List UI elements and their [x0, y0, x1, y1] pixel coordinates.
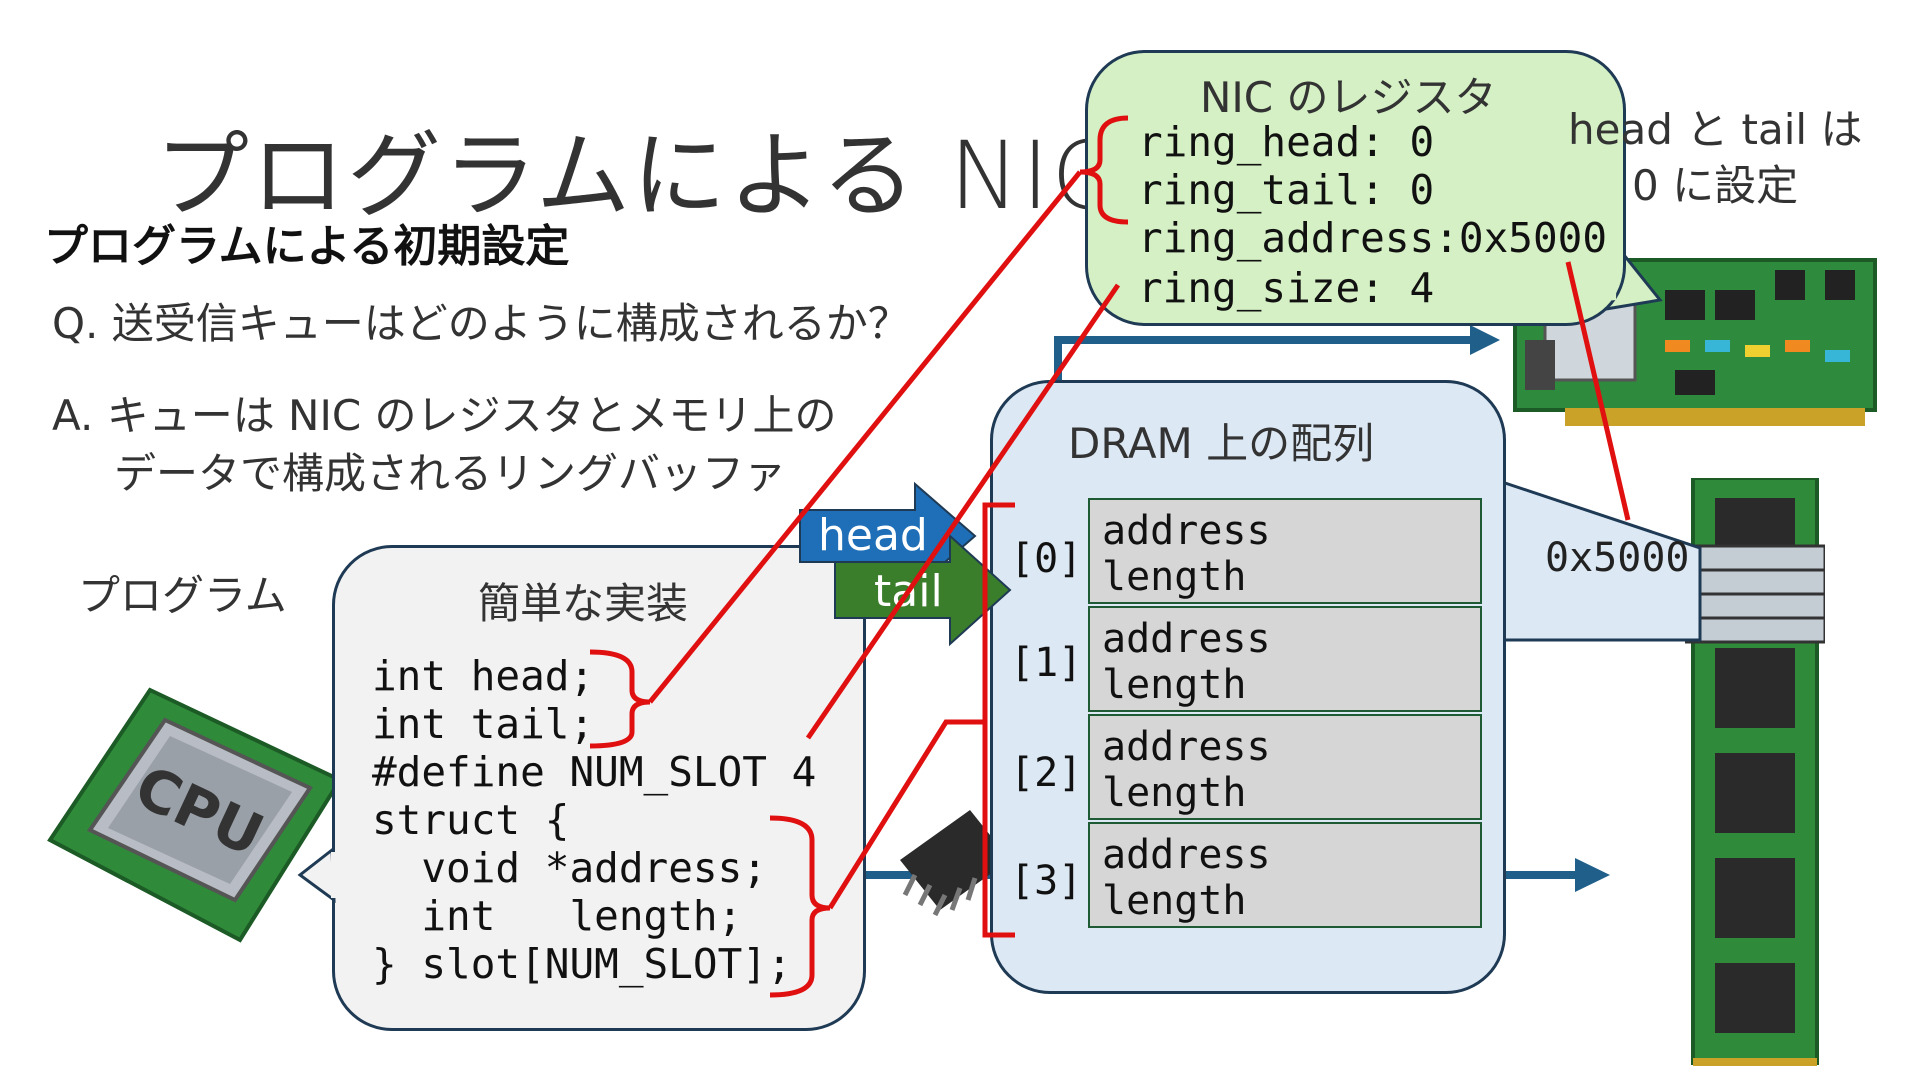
question-text: Q. 送受信キューはどのように構成されるか？	[52, 299, 910, 348]
code-line: void *address;	[372, 844, 767, 892]
head-tail-link-line	[648, 170, 1082, 704]
struct-link-line	[827, 719, 985, 910]
code-struct-bracket	[769, 815, 831, 998]
code-line: } slot[NUM_SLOT];	[372, 940, 792, 988]
slot-cell-3: address length	[1088, 822, 1482, 928]
slot-cell-0: address length	[1088, 498, 1482, 604]
code-line: int head;	[372, 652, 595, 700]
code-bubble	[332, 545, 866, 1031]
code-line: int length;	[372, 892, 743, 940]
slot-index: [2]	[1010, 750, 1083, 796]
cpu-chip-icon: CPU	[47, 687, 343, 943]
slot-address-field: address	[1102, 508, 1271, 554]
program-label: プログラム	[78, 571, 287, 620]
nic-bus-arrowhead	[1470, 325, 1500, 355]
dram-box-title: DRAM 上の配列	[1068, 419, 1375, 468]
slot-index: [1]	[1010, 640, 1083, 686]
nic-register: ring_size: 4	[1138, 264, 1435, 312]
nic-register: ring_tail: 0	[1138, 166, 1435, 214]
answer-line-1: A. キューは NIC のレジスタとメモリ上の	[52, 391, 837, 440]
code-line: struct {	[372, 796, 570, 844]
slot-address-field: address	[1102, 724, 1271, 770]
nic-box-title: NIC のレジスタ	[1200, 73, 1497, 122]
note-line-1: head と tail は	[1568, 105, 1863, 154]
address-link-line	[1565, 261, 1631, 521]
nic-register-bubble	[1085, 50, 1626, 326]
slot-length-field: length	[1102, 770, 1247, 816]
note-line-2: 0 に設定	[1632, 161, 1799, 210]
answer-line-2: データで構成されるリングバッファ	[114, 449, 787, 498]
nic-head-tail-bracket	[1079, 115, 1129, 225]
slot-cell-2: address length	[1088, 714, 1482, 820]
slot-index: [3]	[1010, 858, 1083, 904]
slot-length-field: length	[1102, 662, 1247, 708]
code-line: #define NUM_SLOT 4	[372, 748, 817, 796]
slot-index: [0]	[1010, 536, 1083, 582]
slot-length-field: length	[1102, 878, 1247, 924]
memory-bus-arrowhead	[1575, 858, 1610, 892]
memory-address-label: 0x5000	[1545, 535, 1690, 581]
slot-address-field: address	[1102, 616, 1271, 662]
dram-array-bracket	[982, 502, 1015, 938]
nic-register: ring_address:0x5000	[1138, 214, 1607, 262]
dram-module-icon	[1685, 478, 1825, 1066]
page-title: プログラムによる NIC の	[155, 122, 1247, 231]
slot-length-field: length	[1102, 554, 1247, 600]
slot-address-field: address	[1102, 832, 1271, 878]
code-line: int tail;	[372, 700, 595, 748]
head-arrow-label: head	[818, 510, 928, 561]
code-box-title: 簡単な実装	[478, 579, 689, 628]
tail-arrow	[834, 533, 1012, 647]
num-slot-link-line	[805, 283, 1121, 740]
slot-cell-1: address length	[1088, 606, 1482, 712]
nic-register: ring_head: 0	[1138, 118, 1435, 166]
section-subtitle: プログラムによる初期設定	[44, 221, 570, 272]
code-head-tail-bracket	[589, 649, 651, 749]
